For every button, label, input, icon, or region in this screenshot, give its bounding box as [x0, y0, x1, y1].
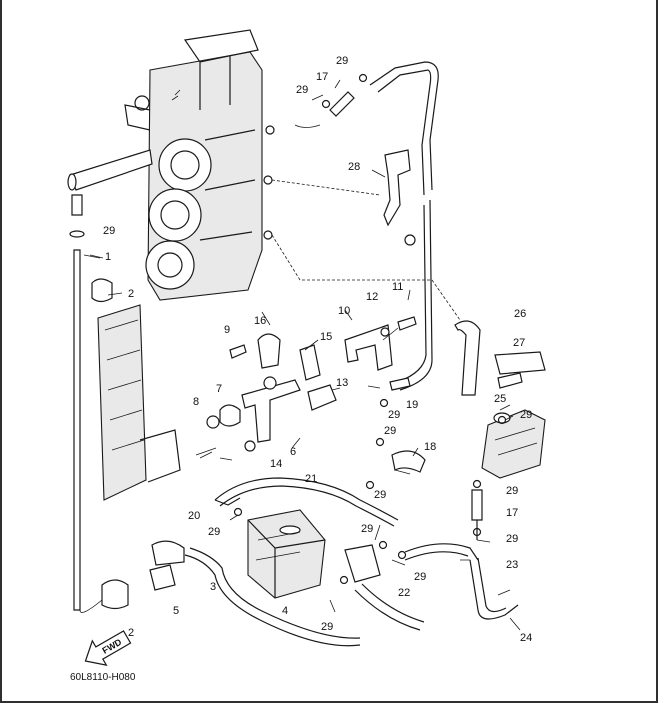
part-10-bracket: [344, 324, 393, 371]
callout-29-f: 29: [374, 489, 386, 501]
callout-16: 16: [254, 315, 266, 327]
part-16-clip: [257, 333, 281, 369]
callout-2-upper: 2: [128, 288, 134, 300]
right-frame-border: [656, 0, 658, 703]
part-1-hose: [69, 194, 101, 611]
callout-13: 13: [336, 377, 348, 389]
drawing-code: 60L8110-H080: [70, 672, 136, 683]
part-19-hose: [389, 377, 411, 391]
part-2-clamp-upper: [91, 278, 113, 303]
gasket-plate: [97, 304, 181, 501]
part-14-nut: [244, 440, 256, 452]
part-7-grommet: [219, 404, 241, 427]
part-22-fitting: [344, 544, 381, 583]
leader-lines: [89, 79, 521, 631]
callout-29-k: 29: [414, 571, 426, 583]
part-28-bracket: [383, 149, 411, 227]
callout-25: 25: [494, 393, 506, 405]
part-15-clip: [299, 344, 321, 381]
callout-29-c: 29: [103, 225, 115, 237]
part-27-bracket: [494, 351, 546, 375]
callout-9: 9: [224, 324, 230, 336]
bottom-frame-border: [0, 701, 658, 703]
part-4-vapor-separator: [247, 509, 326, 599]
part-21-hose: [214, 477, 399, 521]
callout-28: 28: [348, 161, 360, 173]
part-2-clamp-lower: [101, 579, 129, 610]
callout-3: 3: [210, 581, 216, 593]
part-12-washer: [380, 327, 390, 337]
callout-24: 24: [520, 632, 532, 644]
part-26-hose: [454, 320, 481, 396]
part-5-clip: [149, 564, 176, 591]
callout-19: 19: [406, 399, 418, 411]
callout-29-d: 29: [388, 409, 400, 421]
callout-8: 8: [193, 396, 199, 408]
callout-17-lower: 17: [506, 507, 518, 519]
callout-1: 1: [105, 251, 111, 263]
callout-5: 5: [173, 605, 179, 617]
callout-29-e: 29: [384, 425, 396, 437]
forward-direction-arrow: FWD: [84, 630, 132, 666]
callout-2-lower: 2: [128, 627, 134, 639]
part-9-bolt: [229, 344, 247, 359]
part-11-bolt: [397, 316, 417, 331]
callout-15: 15: [320, 331, 332, 343]
callout-21: 21: [305, 473, 317, 485]
callout-29-a: 29: [336, 55, 348, 67]
callout-18: 18: [424, 441, 436, 453]
callout-26: 26: [514, 308, 526, 320]
callout-27: 27: [513, 337, 525, 349]
part-17-connector-upper: [329, 91, 355, 117]
part-13-fuel-joint: [307, 384, 337, 411]
callout-29-g: 29: [520, 409, 532, 421]
part-23-hose: [404, 543, 479, 561]
callout-23: 23: [506, 559, 518, 571]
callout-12: 12: [366, 291, 378, 303]
callout-11: 11: [392, 281, 403, 293]
callout-20: 20: [188, 510, 200, 522]
callout-29-m: 29: [208, 526, 220, 538]
part-18-hose: [391, 450, 426, 473]
callout-29-l: 29: [321, 621, 333, 633]
callout-29-i: 29: [506, 533, 518, 545]
left-frame-border: [0, 0, 2, 703]
callout-22: 22: [398, 587, 410, 599]
part-8-washer: [206, 415, 220, 429]
hose-clips: [233, 73, 507, 585]
callout-14: 14: [270, 458, 282, 470]
part-6-bracket: [241, 376, 301, 443]
callout-4: 4: [282, 605, 288, 617]
callout-29-j: 29: [361, 523, 373, 535]
fuel-pump-housing: [481, 409, 546, 479]
callout-29-b: 29: [296, 84, 308, 96]
throttle-body-assembly: [67, 29, 275, 301]
callout-6: 6: [290, 446, 296, 458]
part-24-hose: [469, 559, 519, 620]
part-25-bolt: [497, 372, 523, 389]
callout-29-h: 29: [506, 485, 518, 497]
callout-7: 7: [216, 383, 222, 395]
part-3-clamp: [151, 540, 185, 566]
part-17-connector-lower: [471, 489, 483, 521]
callout-17-upper: 17: [316, 71, 328, 83]
callout-10: 10: [338, 305, 350, 317]
part-20-hose: [214, 497, 241, 506]
